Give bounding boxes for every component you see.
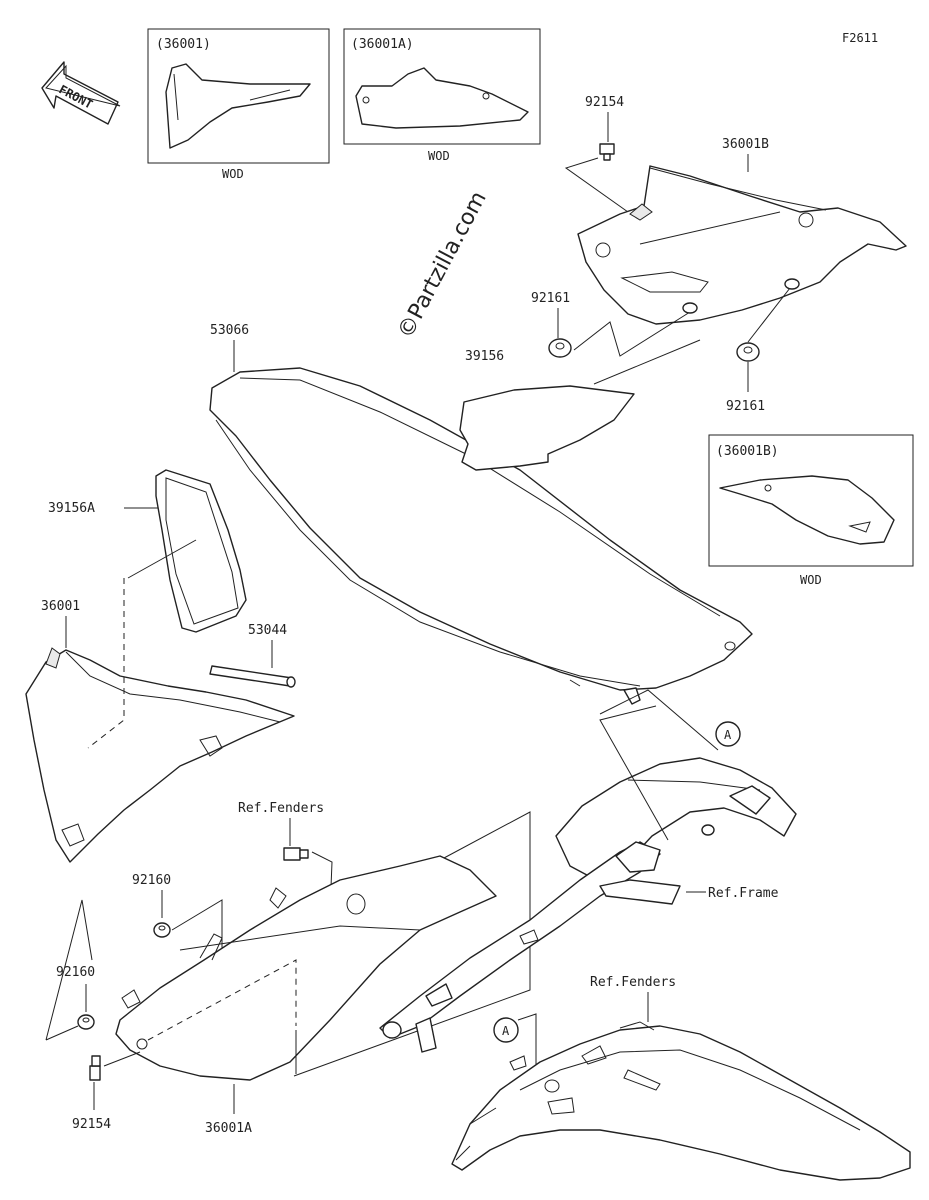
watermark: ©Partzilla.com [393,187,491,342]
rear-fender [451,1021,911,1181]
part-label-92161-left: 92161 [531,291,570,306]
grommet-92161-left [548,338,572,358]
side-cover-36001a [115,855,497,1081]
variant-box-36001a: (36001A) WOD [343,28,541,163]
bolt-92154-lower [89,1055,101,1081]
frame-subframe [379,757,797,1053]
variant-note-36001a: WOD [428,149,450,163]
variant-note-36001: WOD [222,167,244,181]
variant-ref-36001: (36001) [156,37,211,52]
part-label-92154-lower: 92154 [72,1117,111,1132]
variant-box-36001: (36001) WOD [147,28,330,181]
part-label-53066: 53066 [210,323,249,338]
ref-fenders-lower: Ref.Fenders [590,975,676,990]
callout-a-lower: A [493,1017,519,1043]
side-cover-36001 [25,647,295,863]
pad-39156a [155,469,247,633]
grommet-92161-right [736,342,760,362]
figure-code: F2611 [842,31,878,45]
front-arrow-icon: FRONT [41,61,121,125]
variant-box-36001b: (36001B) WOD [708,434,914,587]
part-label-39156a: 39156A [48,501,95,516]
pad-39156 [459,385,635,471]
part-label-92160-lower: 92160 [56,965,95,980]
grommet-92160-upper [153,922,171,938]
part-label-92154-top: 92154 [585,95,624,110]
variant-ref-36001b: (36001B) [716,444,779,459]
grommet-92160-lower [77,1014,95,1030]
side-cover-36001b [577,165,907,325]
variant-ref-36001a: (36001A) [351,37,414,52]
svg-text:A: A [724,728,732,742]
part-label-39156: 39156 [465,349,504,364]
callout-a-upper: A [715,721,741,747]
pin-53044 [209,665,296,688]
svg-text:A: A [502,1024,510,1038]
bolt-92154-top [599,143,615,161]
part-label-92160-upper: 92160 [132,873,171,888]
part-label-53044: 53044 [248,623,287,638]
variant-note-36001b: WOD [800,573,822,587]
part-label-36001: 36001 [41,599,80,614]
part-label-36001a: 36001A [205,1121,252,1136]
part-label-36001b: 36001B [722,137,769,152]
part-label-92161-right: 92161 [726,399,765,414]
ref-fenders-upper: Ref.Fenders [238,801,324,816]
bolt-ref-fenders [283,847,309,861]
ref-frame: Ref.Frame [708,886,779,901]
